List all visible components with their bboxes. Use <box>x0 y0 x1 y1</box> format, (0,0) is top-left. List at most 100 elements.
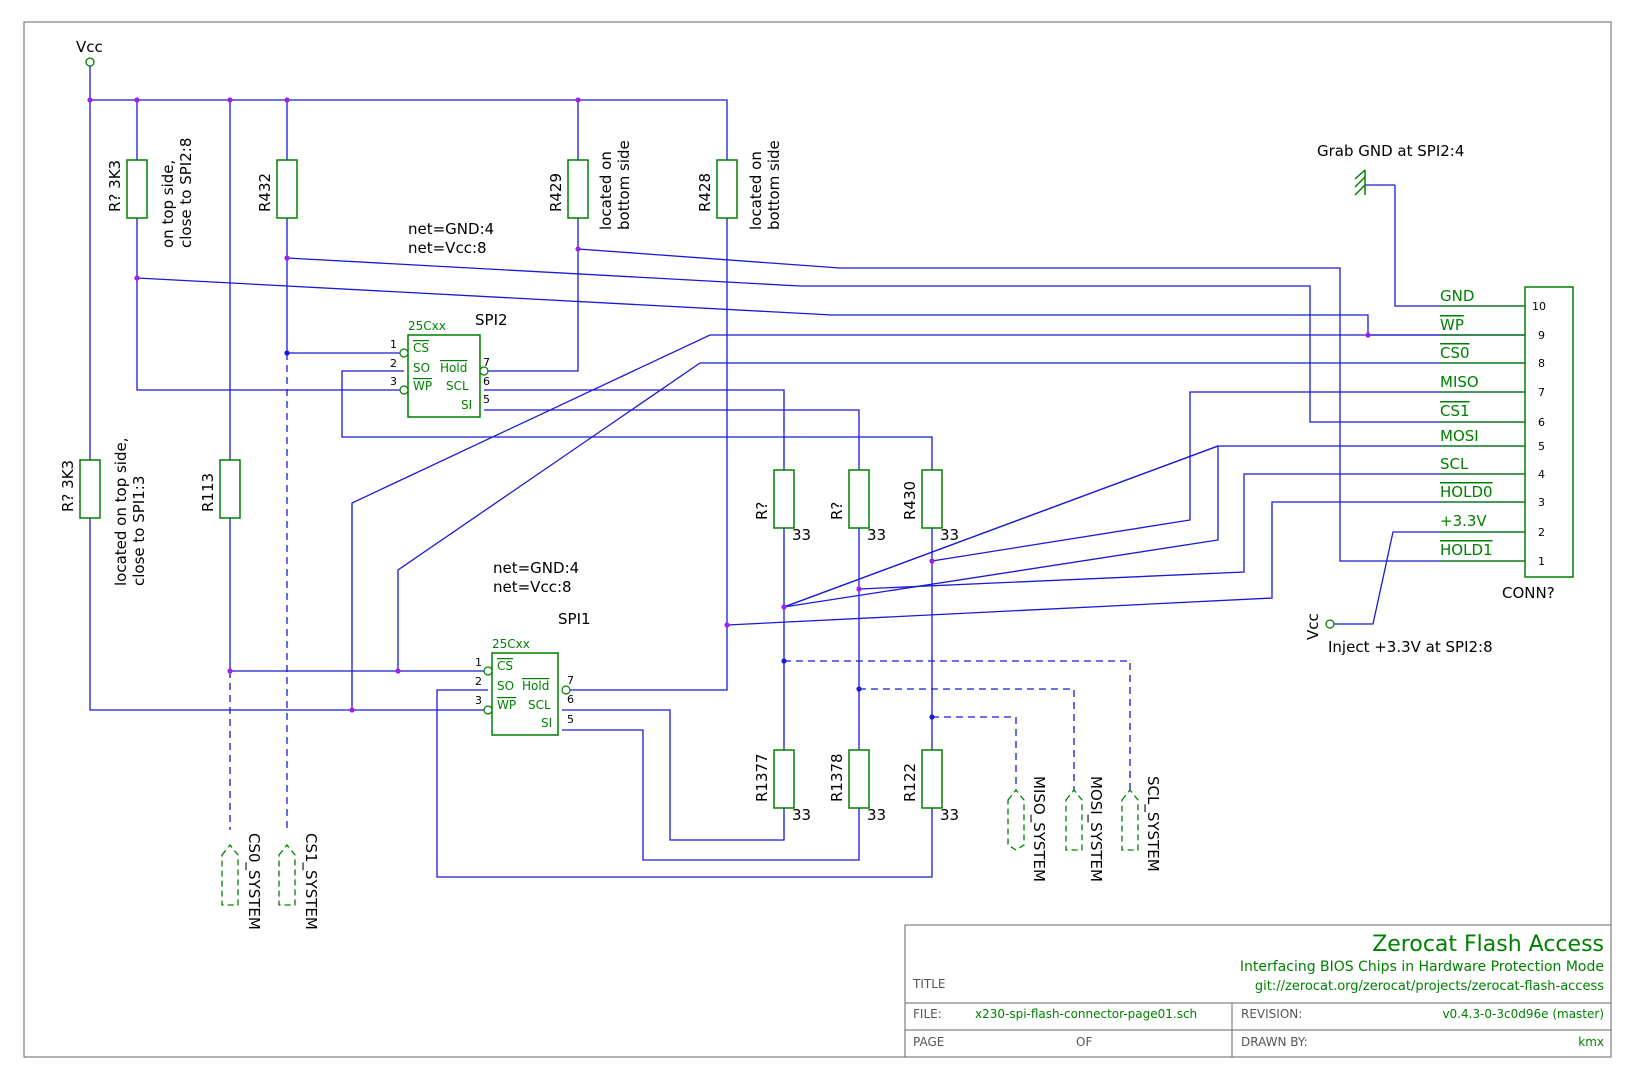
value-r122: 33 <box>940 806 959 824</box>
chip-spi2-name: SPI2 <box>475 311 508 329</box>
connector-lines <box>1440 305 1525 562</box>
net-gnd-bottom: net=GND:4 <box>493 559 579 577</box>
note-inject: Inject +3.3V at SPI2:8 <box>1328 638 1493 656</box>
spi2-hold: Hold <box>440 361 467 375</box>
spi2-pin-3: 3 <box>390 375 397 388</box>
title-label: TITLE <box>912 977 945 991</box>
spi2-scl: SCL <box>446 379 469 393</box>
spi2-si: SI <box>461 398 472 412</box>
value-r1378: 33 <box>867 806 886 824</box>
conn-pin-4: 4 <box>1538 468 1545 481</box>
title-block-subtitle: Interfacing BIOS Chips in Hardware Prote… <box>1240 959 1604 975</box>
title-block <box>904 924 1612 1058</box>
spi1-pin-1: 1 <box>475 656 482 669</box>
conn-pin-7: 7 <box>1538 386 1545 399</box>
spi1-pin-7: 7 <box>567 674 574 687</box>
label-r1378: R1378 <box>828 753 846 802</box>
drawn-by-label: DRAWN BY: <box>1241 1035 1308 1049</box>
drawn-by-value: kmx <box>1578 1035 1604 1049</box>
vcc-side-symbol <box>1325 619 1335 629</box>
label-r432: R432 <box>256 173 274 212</box>
conn-signal-scl: SCL <box>1440 455 1469 473</box>
chip-spi1-type: 25Cxx <box>492 637 530 651</box>
conn-signal-cs0: CS0 <box>1440 344 1470 362</box>
note-bottom-428-1: located on <box>747 151 765 230</box>
junctions <box>87 97 1371 713</box>
note-bottom-429-2: bottom side <box>615 140 633 230</box>
spi1-hold: Hold <box>522 679 549 693</box>
conn-signal-gnd: GND <box>1440 287 1474 305</box>
label-mosi-system: MOSI_SYSTEM <box>1086 776 1105 882</box>
conn-signal-miso: MISO <box>1440 373 1479 391</box>
conn-signal-hold0: HOLD0 <box>1440 483 1493 501</box>
net-gnd-top: net=GND:4 <box>408 220 494 238</box>
wires <box>89 62 1525 878</box>
conn-pin-6: 6 <box>1538 416 1545 429</box>
note-top-side-spi1-2: close to SPI1:3 <box>130 476 148 586</box>
label-r122: R122 <box>901 763 919 802</box>
label-miso-system: MISO_SYSTEM <box>1029 776 1048 882</box>
note-bottom-428-2: bottom side <box>765 140 783 230</box>
conn-pin-1: 1 <box>1538 555 1545 568</box>
label-r3k3-left: R? 3K3 <box>59 460 77 512</box>
spi2-pin-7: 7 <box>483 356 490 369</box>
label-r3k3-top: R? 3K3 <box>106 160 124 212</box>
spi2-pin-5: 5 <box>483 393 490 406</box>
ground-icon <box>1354 169 1395 196</box>
page-label: PAGE <box>913 1035 944 1049</box>
conn-signal-cs1: CS1 <box>1440 402 1470 420</box>
chip-spi2 <box>399 334 489 418</box>
spi1-wp: WP <box>497 698 516 712</box>
file-label: FILE: <box>913 1007 942 1021</box>
value-r1377: 33 <box>792 806 811 824</box>
revision-value: v0.4.3-0-3c0d96e (master) <box>1442 1007 1604 1021</box>
vcc-side-label: Vcc <box>1304 613 1322 640</box>
conn-pin-3: 3 <box>1538 496 1545 509</box>
vcc-top-symbol <box>85 57 95 67</box>
note-top-side-spi2-1: on top side, <box>159 160 177 248</box>
connector-body <box>1524 286 1574 578</box>
title-block-title: Zerocat Flash Access <box>1372 932 1604 957</box>
revision-label: REVISION: <box>1241 1007 1302 1021</box>
spi1-si: SI <box>541 716 552 730</box>
conn-signal-3v3: +3.3V <box>1440 512 1487 530</box>
value-r-a: 33 <box>792 526 811 544</box>
chip-spi2-type: 25Cxx <box>408 319 446 333</box>
spi2-pin-6: 6 <box>483 375 490 388</box>
spi2-wp: WP <box>413 379 432 393</box>
conn-pin-9: 9 <box>1538 329 1545 342</box>
vcc-top-label: Vcc <box>76 38 103 56</box>
spi1-pin-3: 3 <box>475 694 482 707</box>
note-bottom-429-1: located on <box>597 151 615 230</box>
conn-pin-10: 10 <box>1532 300 1546 313</box>
file-value: x230-spi-flash-connector-page01.sch <box>975 1007 1197 1021</box>
title-block-url: git://zerocat.org/zerocat/projects/zeroc… <box>1255 979 1604 994</box>
label-r-a: R? <box>753 502 771 520</box>
sheet-border <box>23 21 1612 1058</box>
spi1-so: SO <box>497 679 514 693</box>
label-r428: R428 <box>696 173 714 212</box>
spi1-cs: CS <box>497 659 513 673</box>
note-grab-gnd: Grab GND at SPI2:4 <box>1317 142 1464 160</box>
spi2-so: SO <box>413 361 430 375</box>
spi2-pin-1: 1 <box>390 338 397 351</box>
spi2-pin-2: 2 <box>390 357 397 370</box>
conn-pin-2: 2 <box>1538 526 1545 539</box>
system-nets <box>229 353 1131 830</box>
offpage-symbols <box>221 788 1139 906</box>
chip-spi1 <box>483 652 571 736</box>
connector-name: CONN? <box>1502 584 1555 602</box>
net-vcc-top: net=Vcc:8 <box>408 239 487 257</box>
note-top-side-spi1-1: located on top side, <box>112 438 130 586</box>
conn-pin-8: 8 <box>1538 357 1545 370</box>
label-r429: R429 <box>547 173 565 212</box>
net-vcc-bottom: net=Vcc:8 <box>493 578 572 596</box>
of-label: OF <box>1076 1035 1092 1049</box>
chip-spi1-name: SPI1 <box>558 610 591 628</box>
spi1-pin-2: 2 <box>475 675 482 688</box>
label-cs1-system: CS1_SYSTEM <box>301 833 320 930</box>
label-r1377: R1377 <box>753 753 771 802</box>
conn-signal-mosi: MOSI <box>1440 427 1479 445</box>
note-top-side-spi2-2: close to SPI2:8 <box>177 138 195 248</box>
spi1-pin-5: 5 <box>567 713 574 726</box>
